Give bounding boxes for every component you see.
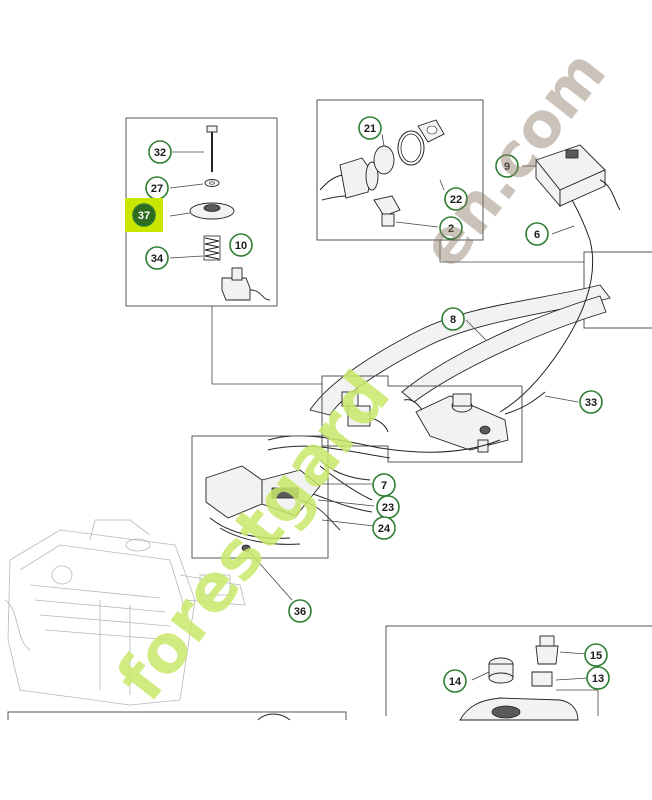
callout-9: 9 bbox=[495, 154, 519, 178]
connector-part bbox=[319, 157, 379, 201]
svg-text:forestgard: forestgard bbox=[102, 357, 405, 715]
callout-label: 7 bbox=[381, 480, 387, 492]
callout-circle bbox=[229, 233, 253, 257]
callout-label: 9 bbox=[504, 161, 510, 173]
callout-label: 10 bbox=[235, 240, 247, 252]
callout-33: 33 bbox=[579, 390, 603, 414]
callout-7: 7 bbox=[372, 473, 396, 497]
callout-10: 10 bbox=[229, 233, 253, 257]
callout-36: 36 bbox=[288, 599, 312, 623]
callout-circle bbox=[372, 516, 396, 540]
callout-label: 36 bbox=[294, 606, 306, 618]
fuel-cap-part-14 bbox=[488, 657, 514, 684]
callout-circle bbox=[444, 187, 468, 211]
callout-circle bbox=[132, 203, 156, 227]
callout-15: 15 bbox=[584, 643, 608, 667]
detail-box-fuel-tank bbox=[385, 625, 652, 721]
callout-circle bbox=[443, 669, 467, 693]
callout-circle bbox=[148, 140, 172, 164]
callout-2: 2 bbox=[439, 216, 463, 240]
callout-circle bbox=[495, 154, 519, 178]
spring-part-34 bbox=[203, 235, 221, 261]
callout-circle bbox=[525, 222, 549, 246]
rubber-disc-part-37 bbox=[189, 202, 235, 220]
callout-circle bbox=[439, 216, 463, 240]
callout-label: 33 bbox=[585, 397, 597, 409]
callout-label: 37 bbox=[138, 210, 150, 222]
callout-label: 23 bbox=[382, 502, 394, 514]
callout-label: 14 bbox=[449, 676, 462, 688]
engine-block-ghost bbox=[4, 519, 246, 706]
callout-24: 24 bbox=[372, 516, 396, 540]
callout-13: 13 bbox=[586, 666, 610, 690]
gasket-part-22 bbox=[397, 119, 445, 166]
callout-label: 32 bbox=[154, 147, 166, 159]
bolt-part-32 bbox=[206, 125, 218, 172]
callout-label: 15 bbox=[590, 650, 602, 662]
cap-part-2 bbox=[373, 195, 401, 227]
callout-label: 34 bbox=[151, 253, 164, 265]
callout-21: 21 bbox=[358, 116, 382, 140]
callout-circle bbox=[145, 246, 169, 270]
detail-box-bottom-left bbox=[7, 711, 347, 720]
handle-part-8 bbox=[309, 284, 611, 416]
callout-34: 34 bbox=[145, 246, 169, 270]
callout-label: 2 bbox=[448, 223, 454, 235]
callout-label: 21 bbox=[364, 123, 376, 135]
control-module-part-9 bbox=[522, 144, 621, 241]
callout-label: 13 bbox=[592, 673, 604, 685]
callout-circle bbox=[358, 116, 382, 140]
callout-circle bbox=[288, 599, 312, 623]
callout-circle bbox=[584, 643, 608, 667]
detail-box-fuel-connector bbox=[316, 99, 484, 241]
callout-circle bbox=[441, 307, 465, 331]
callout-circle bbox=[586, 666, 610, 690]
o-ring-part-21 bbox=[373, 145, 395, 175]
filter-part-13 bbox=[531, 671, 553, 687]
callout-label: 27 bbox=[151, 183, 163, 195]
callout-37: 37 bbox=[125, 198, 163, 232]
callout-label: 8 bbox=[450, 314, 456, 326]
throttle-knob-part bbox=[415, 393, 509, 453]
callout-label: 6 bbox=[534, 229, 540, 241]
detail-box-ignition bbox=[191, 435, 375, 601]
callout-label: 24 bbox=[378, 523, 391, 535]
watermark-logo: forestgard en.com bbox=[102, 36, 620, 714]
callout-14: 14 bbox=[443, 669, 467, 693]
callout-27: 27 bbox=[145, 176, 169, 200]
callout-6: 6 bbox=[525, 222, 549, 246]
ignition-module-part bbox=[205, 465, 341, 552]
callout-label: 22 bbox=[450, 194, 462, 206]
callout-32: 32 bbox=[148, 140, 172, 164]
washer-part-27 bbox=[204, 179, 220, 187]
switch-part bbox=[341, 391, 423, 433]
callout-circle bbox=[579, 390, 603, 414]
fuel-tank-part bbox=[459, 697, 579, 721]
callout-23: 23 bbox=[376, 495, 400, 519]
callout-22: 22 bbox=[444, 187, 468, 211]
cap-part-15 bbox=[535, 635, 559, 665]
bracket-part-10 bbox=[221, 267, 271, 301]
callout-8: 8 bbox=[441, 307, 465, 331]
